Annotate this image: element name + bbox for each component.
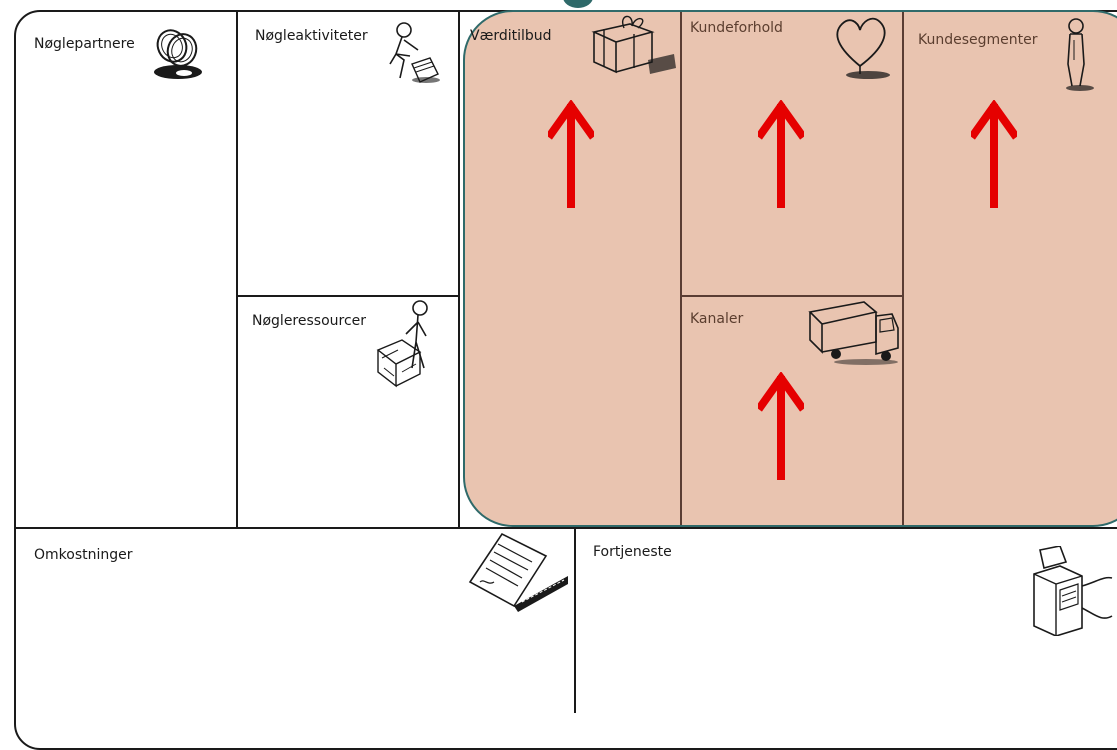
arrow-value-propositions (548, 100, 594, 208)
divider-partners-activities (236, 10, 238, 528)
label-key-resources: Nøgleressourcer (252, 313, 367, 329)
label-channels: Kanaler (690, 311, 744, 327)
divider-top-bottom (14, 527, 1117, 529)
receipt-icon (468, 532, 568, 612)
person-icon (1066, 18, 1094, 91)
header-blob (563, 0, 593, 8)
arrow-channels (758, 372, 804, 480)
business-model-canvas: Nøglepartnere Nøgleaktiviteter Nøgleress… (14, 0, 1117, 750)
divider-cost-revenue (574, 527, 576, 713)
worker-with-boxes-icon (376, 300, 428, 388)
label-revenue-streams: Fortjeneste (593, 544, 672, 560)
divider-value-relationships (680, 12, 682, 525)
divider-relationships-segments (902, 12, 904, 525)
divider-relationships-channels (680, 295, 902, 297)
cash-register-icon (1033, 546, 1113, 636)
gift-icon (591, 15, 676, 74)
label-cost-structure: Omkostninger (34, 547, 133, 563)
divider-activities-resources (236, 295, 460, 297)
customer-side-highlight (463, 10, 1117, 527)
arrow-customer-segments (971, 100, 1017, 208)
label-key-partners: Nøglepartnere (34, 36, 135, 52)
rings-icon (154, 29, 202, 79)
heart-icon (836, 17, 890, 79)
label-customer-relationships: Kundeforhold (690, 20, 783, 36)
label-customer-segments: Kundesegmenter (918, 32, 1038, 48)
label-key-activities: Nøgleaktiviteter (255, 28, 368, 44)
truck-icon (808, 301, 899, 365)
label-value-propositions: Værditilbud (470, 28, 552, 44)
worker-icon (389, 22, 440, 83)
arrow-customer-relationships (758, 100, 804, 208)
divider-activities-value (458, 10, 460, 528)
